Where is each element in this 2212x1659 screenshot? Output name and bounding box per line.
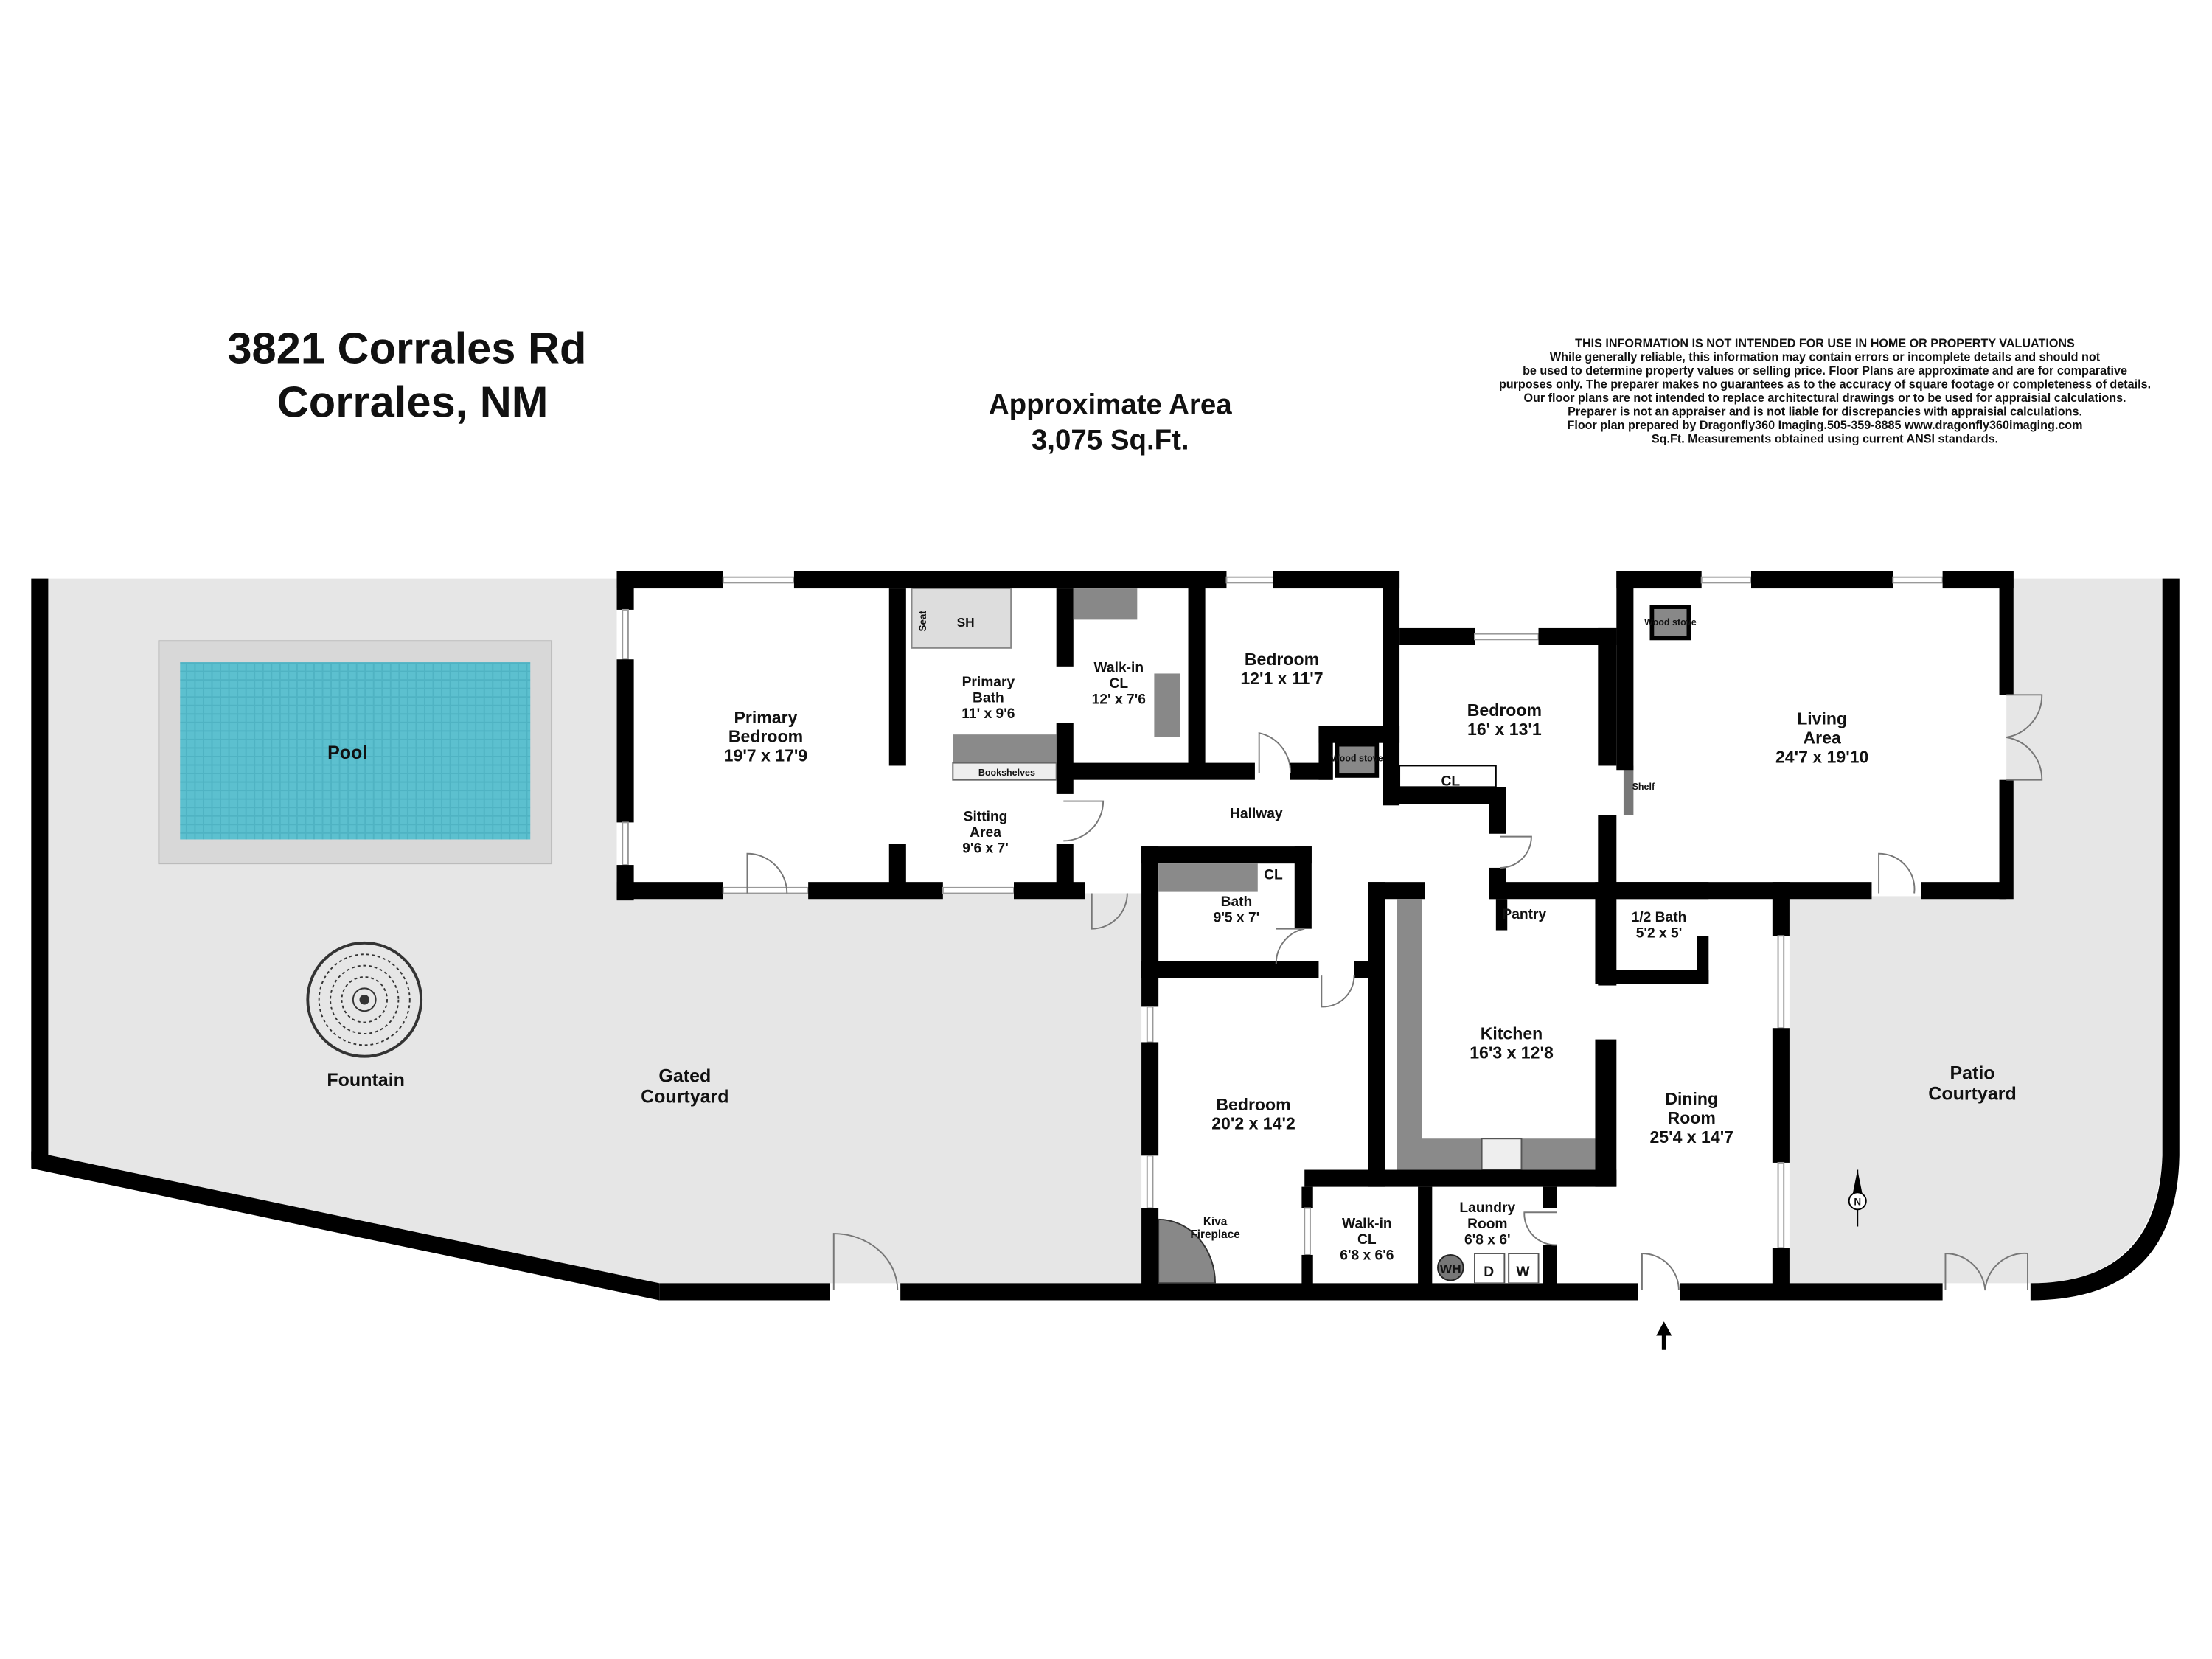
house-walls [616, 571, 2014, 1290]
disclaimer-line: Floor plan prepared by Dragonfly360 Imag… [1567, 419, 2082, 432]
fixture-label-closet-bedroom-3: CL [1441, 773, 1460, 789]
patio-courtyard-area [1789, 578, 2163, 1284]
room-label-primary-bath: Bath [973, 690, 1004, 706]
room-label-hallway: Hallway [1230, 807, 1283, 822]
area-value: 3,075 Sq.Ft. [1032, 425, 1189, 456]
fixture-label-dryer: D [1484, 1265, 1494, 1280]
disclaimer-line: Our floor plans are not intended to repl… [1523, 392, 2126, 405]
room-label-sitting-area: Sitting [964, 809, 1008, 824]
compass-icon: N [1848, 1169, 1867, 1227]
room-label-bedroom-3: 16' x 13'1 [1467, 720, 1542, 739]
site-walls [31, 578, 2180, 1301]
room-label-living-area: Area [1804, 728, 1841, 748]
room-label-walk-in-closet-primary: 12' x 7'6 [1092, 692, 1146, 708]
room-label-pantry: Pantry [1502, 907, 1546, 922]
disclaimer-line: THIS INFORMATION IS NOT INTENDED FOR USE… [1575, 337, 2075, 350]
room-label-primary-bath: Primary [962, 675, 1015, 690]
room-label-bedroom-4: 20'2 x 14'2 [1211, 1114, 1295, 1133]
room-label-sitting-area: Area [970, 825, 1001, 841]
room-label-walk-in-closet-primary: Walk-in [1093, 661, 1144, 676]
room-label-bedroom-2: Bedroom [1245, 650, 1319, 669]
room-label-dining-room: Dining [1665, 1089, 1718, 1108]
room-label-gated-courtyard: Gated [658, 1065, 711, 1086]
fixture-label-washer: W [1516, 1265, 1530, 1280]
area-title: Approximate Area [989, 389, 1232, 421]
room-label-sitting-area: 9'6 x 7' [962, 841, 1009, 857]
fixture-label-wood-stove-living: Wood stove [1644, 617, 1697, 627]
disclaimer-line: purposes only. The preparer makes no gua… [1499, 378, 2151, 392]
room-label-half-bath: 5'2 x 5' [1636, 926, 1683, 942]
fixture-label-seat: Seat [917, 611, 928, 632]
fixture-label-wood-stove-hall: Wood stove [1331, 754, 1383, 764]
room-label-laundry-room: Room [1467, 1217, 1507, 1232]
room-label-primary-bedroom: Bedroom [728, 727, 803, 746]
room-label-dining-room: Room [1668, 1108, 1716, 1127]
room-label-living-area: 24'7 x 19'10 [1775, 747, 1868, 766]
address-line-1: 3821 Corrales Rd [227, 323, 586, 372]
disclaimer-line: Sq.Ft. Measurements obtained using curre… [1652, 432, 1998, 445]
kiva-fireplace-icon [1158, 1218, 1217, 1284]
room-label-kiva-fireplace: Fireplace [1190, 1228, 1240, 1241]
washer-icon [1508, 1253, 1540, 1284]
fountain-icon [306, 941, 423, 1058]
room-label-walk-in-closet-2: 6'8 x 6'6 [1340, 1248, 1394, 1263]
entry-arrow-icon [1656, 1321, 1672, 1350]
fixture-label-water-heater: WH [1440, 1262, 1461, 1276]
room-label-patio-courtyard: Patio [1950, 1062, 1994, 1083]
room-label-primary-bath: 11' x 9'6 [961, 706, 1015, 722]
room-label-patio-courtyard: Courtyard [1928, 1083, 2016, 1104]
doors[interactable] [746, 694, 2043, 1291]
room-label-fountain: Fountain [327, 1070, 405, 1091]
fixture-label-shower: SH [957, 615, 975, 630]
room-label-laundry-room: Laundry [1459, 1200, 1515, 1216]
disclaimer-line: While generally reliable, this informati… [1550, 351, 2101, 364]
compass-label: N [1854, 1197, 1861, 1208]
room-label-walk-in-closet-2: Walk-in [1342, 1216, 1392, 1231]
room-label-kitchen: 16'3 x 12'8 [1470, 1043, 1554, 1062]
room-label-bath: Bath [1221, 894, 1253, 910]
fixture-label-closet-bath: CL [1264, 867, 1283, 883]
room-label-bath: 9'5 x 7' [1214, 910, 1260, 925]
room-label-half-bath: 1/2 Bath [1632, 910, 1687, 925]
room-label-primary-bedroom: 19'7 x 17'9 [724, 745, 808, 765]
room-label-bedroom-2: 12'1 x 11'7 [1240, 669, 1323, 688]
room-label-kiva-fireplace: Kiva [1203, 1216, 1228, 1228]
disclaimer-line: Preparer is not an appraiser and is not … [1568, 405, 2082, 418]
disclaimer-line: be used to determine property values or … [1523, 364, 2127, 378]
address-line-2: Corrales, NM [277, 377, 549, 426]
room-label-kitchen: Kitchen [1481, 1024, 1543, 1043]
room-label-bedroom-4: Bedroom [1216, 1095, 1290, 1114]
pool-water [180, 662, 531, 840]
room-label-walk-in-closet-2: CL [1357, 1232, 1377, 1248]
room-label-pool: Pool [327, 742, 367, 763]
room-label-gated-courtyard: Courtyard [641, 1086, 728, 1107]
fixture-label-shelf: Shelf [1632, 782, 1655, 792]
fixture-label-bookshelves: Bookshelves [978, 768, 1035, 778]
dryer-icon [1474, 1253, 1506, 1284]
water-heater-icon [1437, 1253, 1464, 1281]
room-label-laundry-room: 6'8 x 6' [1464, 1232, 1511, 1248]
disclaimer: THIS INFORMATION IS NOT INTENDED FOR USE… [1499, 337, 2151, 445]
room-label-bedroom-3: Bedroom [1467, 700, 1542, 720]
room-label-dining-room: 25'4 x 14'7 [1649, 1127, 1733, 1147]
room-label-living-area: Living [1797, 709, 1847, 728]
room-label-primary-bedroom: Primary [734, 708, 798, 727]
room-label-walk-in-closet-primary: CL [1109, 676, 1128, 692]
